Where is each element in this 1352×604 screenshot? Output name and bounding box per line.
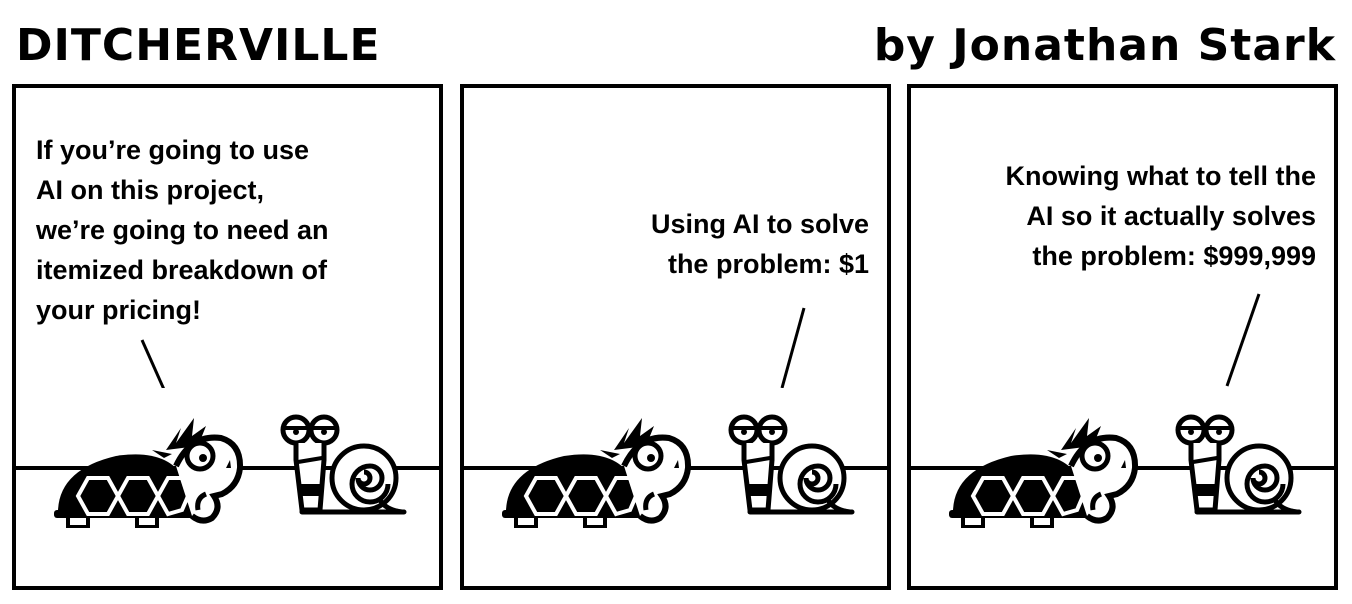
speech-tail xyxy=(1225,293,1261,387)
speech-tail xyxy=(140,339,165,388)
comic-title: DITCHERVILLE xyxy=(16,20,381,71)
snail-icon xyxy=(283,417,404,512)
snail-icon xyxy=(1178,417,1299,512)
speech-text-turtle: If you’re going to use AI on this projec… xyxy=(36,135,329,325)
turtle-icon xyxy=(949,418,1135,527)
scene xyxy=(911,388,1334,528)
scene xyxy=(16,388,439,528)
scene xyxy=(464,388,887,528)
comic-byline: by Jonathan Stark xyxy=(873,20,1336,71)
comic-panel-2: Using AI to solve the problem: $1 xyxy=(460,84,891,590)
speech-text-snail: Using AI to solve the problem: $1 xyxy=(650,209,869,279)
comic-panel-3: Knowing what to tell the AI so it actual… xyxy=(907,84,1338,590)
turtle-icon xyxy=(54,418,240,527)
speech-text-snail: Knowing what to tell the AI so it actual… xyxy=(1005,161,1316,271)
snail-icon xyxy=(731,417,852,512)
turtle-icon xyxy=(502,418,688,527)
speech-tail xyxy=(780,307,806,388)
comic-panel-1: If you’re going to use AI on this projec… xyxy=(12,84,443,590)
